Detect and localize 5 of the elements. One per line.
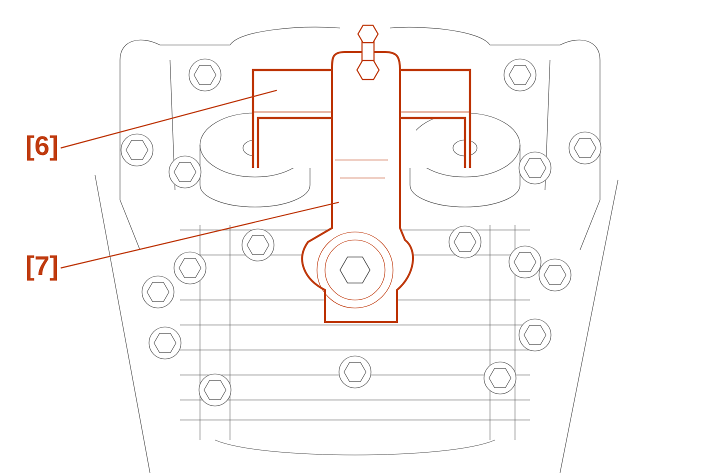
leader-line [60,90,277,149]
callout-number: [6] [27,135,57,161]
leader-line [60,202,339,269]
callout-number: [7] [27,255,57,281]
tool-plate-drawing [301,24,414,323]
